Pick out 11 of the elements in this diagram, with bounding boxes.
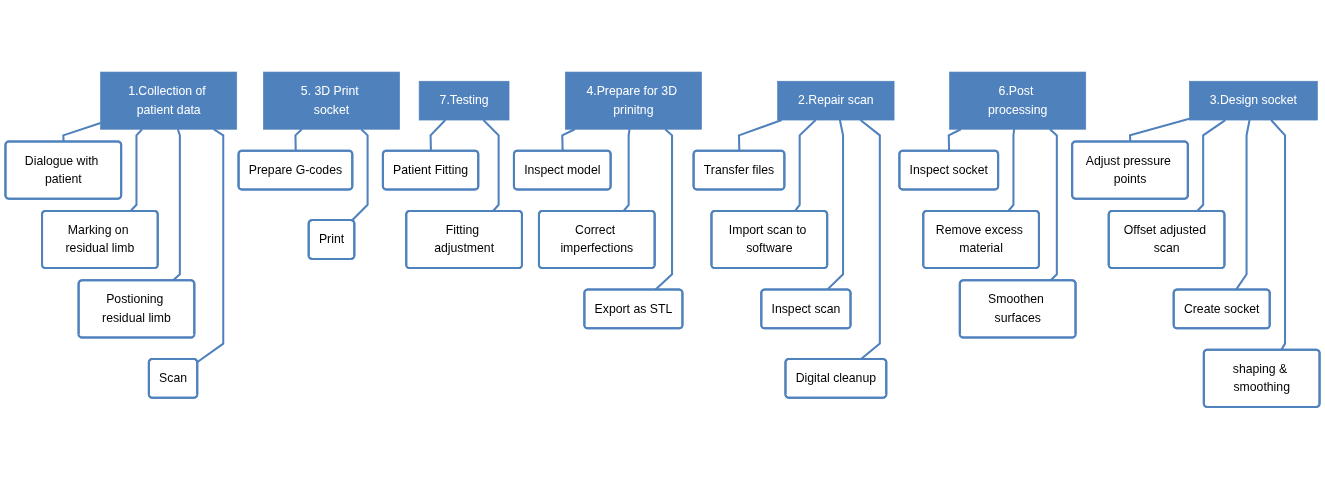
connector xyxy=(351,128,369,222)
connector xyxy=(62,122,101,142)
node-box: 3.Design socket xyxy=(1189,80,1318,121)
connector xyxy=(196,128,225,363)
node-box: 2.Repair scan xyxy=(777,80,895,121)
node-box: 1.Collection of patient data xyxy=(100,71,238,130)
node-box: 7.Testing xyxy=(418,80,510,121)
node-box: 4.Prepare for 3D prinitng xyxy=(565,71,702,130)
node-box: 5. 3D Print socket xyxy=(263,71,400,130)
node-box: 6.Post processing xyxy=(949,71,1087,130)
connector xyxy=(1128,117,1190,142)
